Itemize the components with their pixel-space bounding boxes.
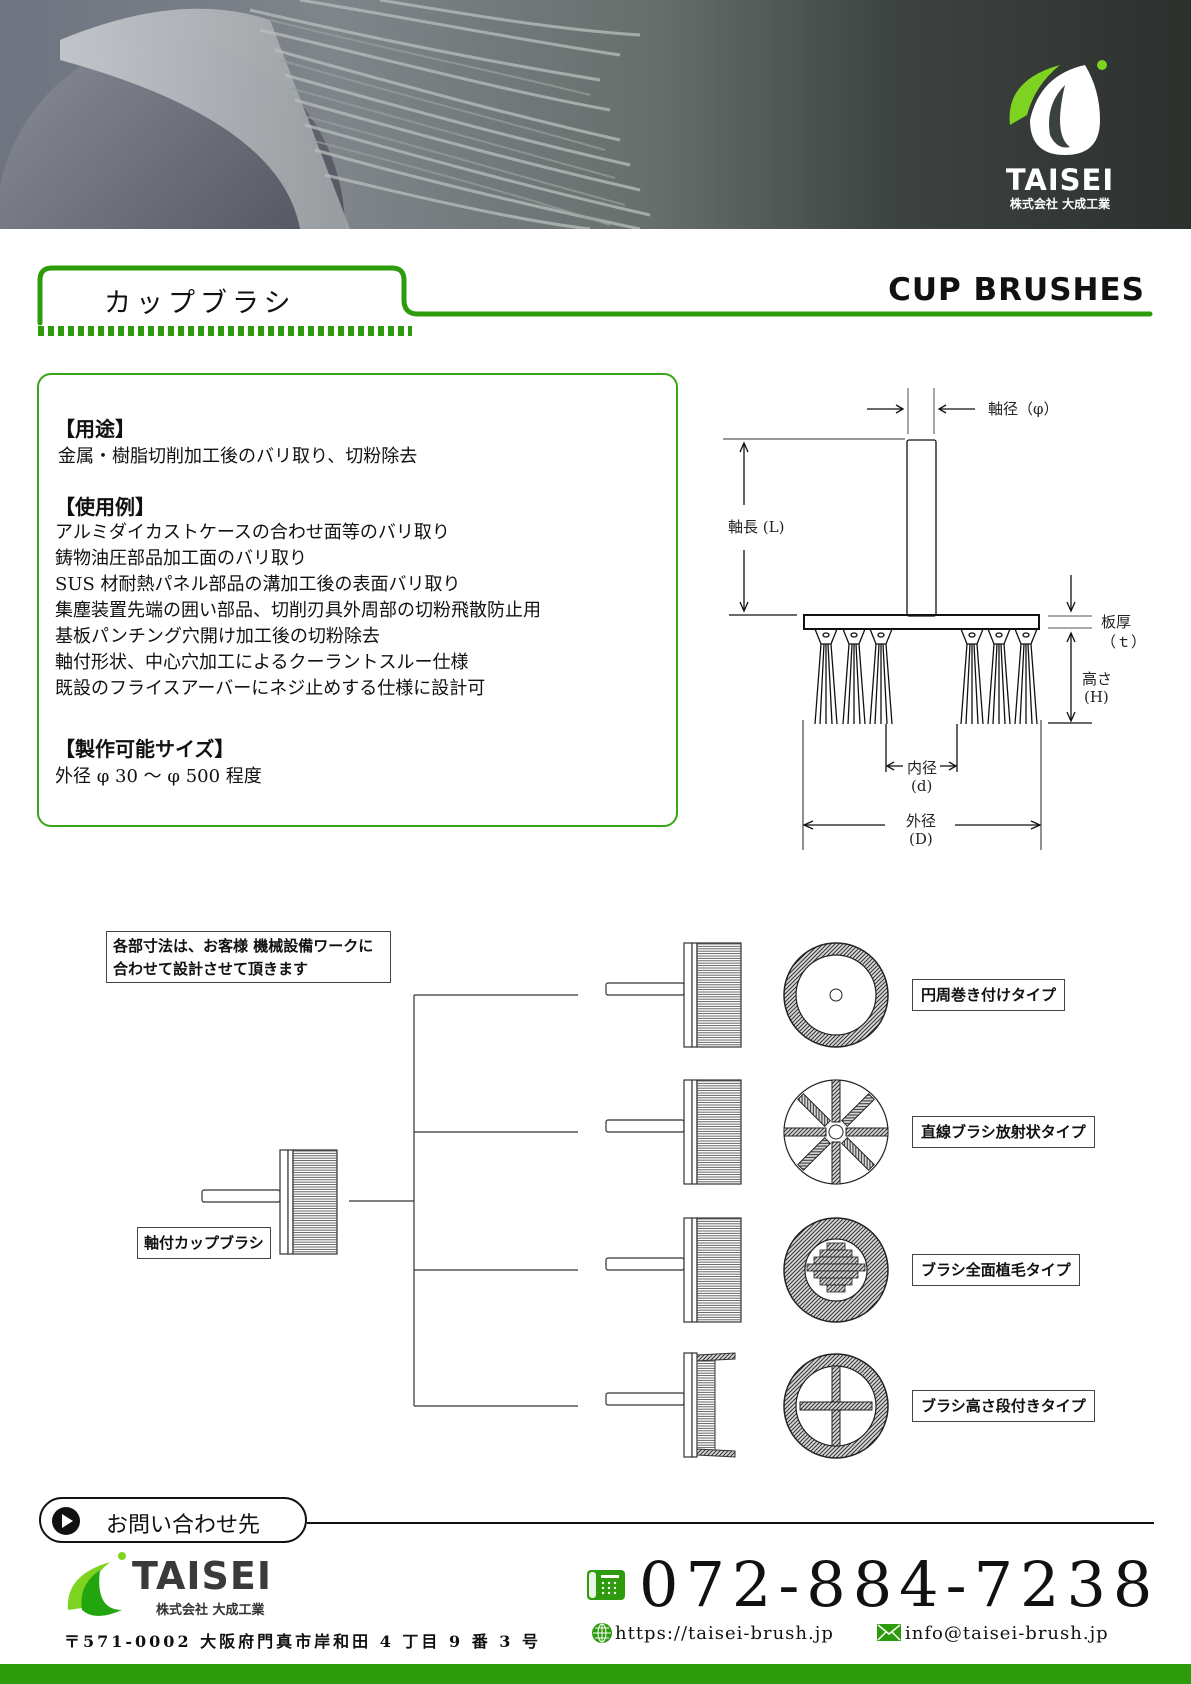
taisei-leaf-icon (67, 1552, 126, 1616)
phone-number[interactable]: 072-884-7238 (639, 1548, 1160, 1621)
hero-company-name: 株式会社 大成工業 (1009, 197, 1111, 211)
dashed-divider (38, 326, 412, 336)
examples-section: 【使用例】 アルミダイカストケースの合わせ面等のバリ取り 鋳物油圧部品加工面のバ… (55, 491, 541, 702)
example-line: 軸付形状、中心穴加工によるクーラントスルー仕様 (55, 652, 469, 673)
title-frame (37, 265, 1153, 326)
usage-heading: 【用途】 (55, 417, 135, 441)
type-label-radial: 直線ブラシ放射状タイプ (912, 1116, 1095, 1148)
page-title-jp: カップブラシ (104, 288, 296, 319)
hero-logo: TAISEI 株式会社 大成工業 (985, 55, 1135, 215)
email-link[interactable]: info@taisei-brush.jp (877, 1623, 1109, 1644)
example-line: 集塵装置先端の囲い部品、切削刃具外周部の切粉飛散防止用 (55, 600, 541, 621)
shaft-length-label: 軸長 (L) (728, 518, 785, 536)
globe-icon (592, 1623, 612, 1643)
website-link[interactable]: https://taisei-brush.jp (592, 1623, 834, 1644)
footer-green-bar (0, 1664, 1191, 1684)
outer-diameter-label: 外径 (906, 812, 937, 830)
contact-divider (307, 1522, 1154, 1524)
email-address[interactable]: info@taisei-brush.jp (905, 1623, 1109, 1644)
size-section: 【製作可能サイズ】 外径 φ 30 ～ φ 500 程度 (55, 733, 262, 790)
phone-icon (587, 1570, 625, 1600)
taisei-leaf-icon (1009, 60, 1107, 155)
design-note: 各部寸法は、お客様 機械設備ワークに 合わせて設計させて頂きます (106, 931, 391, 983)
cup-brush-photo (0, 0, 651, 229)
examples-heading: 【使用例】 (55, 495, 155, 519)
footer-wordmark: TAISEI (132, 1554, 272, 1598)
contact-heading: お問い合わせ先 (106, 1513, 261, 1538)
page-title-en: CUP BRUSHES (888, 272, 1145, 308)
base-brush-label: 軸付カップブラシ (137, 1227, 271, 1259)
usage-line: 金属・樹脂切削加工後のバリ取り、切粉除去 (58, 446, 418, 467)
outer-diameter-symbol: (D) (909, 830, 933, 848)
type-label-stepped: ブラシ高さ段付きタイプ (912, 1390, 1095, 1422)
example-line: アルミダイカストケースの合わせ面等のバリ取り (55, 522, 450, 543)
address: 〒571-0002 大阪府門真市岸和田 4 丁目 9 番 3 号 (64, 1632, 541, 1651)
inner-diameter-label: 内径 (907, 759, 938, 777)
size-line: 外径 φ 30 ～ φ 500 程度 (55, 766, 262, 787)
footer-logo: TAISEI 株式会社 大成工業 (60, 1550, 320, 1620)
contact-heading-pill: お問い合わせ先 (39, 1497, 307, 1543)
plate-thickness-symbol: （ｔ） (1101, 633, 1147, 651)
plate-thickness-label: 板厚 (1101, 613, 1132, 631)
design-note-line: 各部寸法は、お客様 機械設備ワークに (113, 937, 374, 955)
inner-diameter-symbol: (d) (911, 777, 933, 795)
ring-type-icon (783, 942, 889, 1048)
dimension-diagram (723, 388, 1092, 850)
example-line: 基板パンチング穴開け加工後の切粉除去 (55, 626, 380, 647)
height-symbol: (H) (1084, 688, 1109, 706)
example-line: SUS 材耐熱パネル部品の溝加工後の表面バリ取り (55, 574, 461, 595)
example-line: 鋳物油圧部品加工面のバリ取り (55, 548, 307, 569)
info-box: 【用途】 金属・樹脂切削加工後のバリ取り、切粉除去 【使用例】 アルミダイカスト… (37, 373, 678, 827)
hero-wordmark: TAISEI (1005, 163, 1115, 197)
hero-banner: TAISEI 株式会社 大成工業 (0, 0, 1191, 229)
shaft-diameter-label: 軸径（φ） (988, 400, 1059, 418)
footer-company-name: 株式会社 大成工業 (156, 1603, 265, 1618)
website-url[interactable]: https://taisei-brush.jp (615, 1623, 834, 1644)
mail-icon (877, 1624, 901, 1641)
type-label-ring: 円周巻き付けタイプ (912, 979, 1066, 1011)
example-line: 既設のフライスアーバーにネジ止めする仕様に設計可 (55, 678, 486, 699)
height-label: 高さ (1082, 670, 1113, 688)
design-note-line: 合わせて設計させて頂きます (113, 960, 309, 978)
play-arrow-icon (52, 1507, 80, 1535)
type-label-full: ブラシ全面植毛タイプ (912, 1254, 1080, 1286)
size-heading: 【製作可能サイズ】 (55, 737, 235, 761)
usage-section: 【用途】 金属・樹脂切削加工後のバリ取り、切粉除去 (55, 413, 417, 470)
